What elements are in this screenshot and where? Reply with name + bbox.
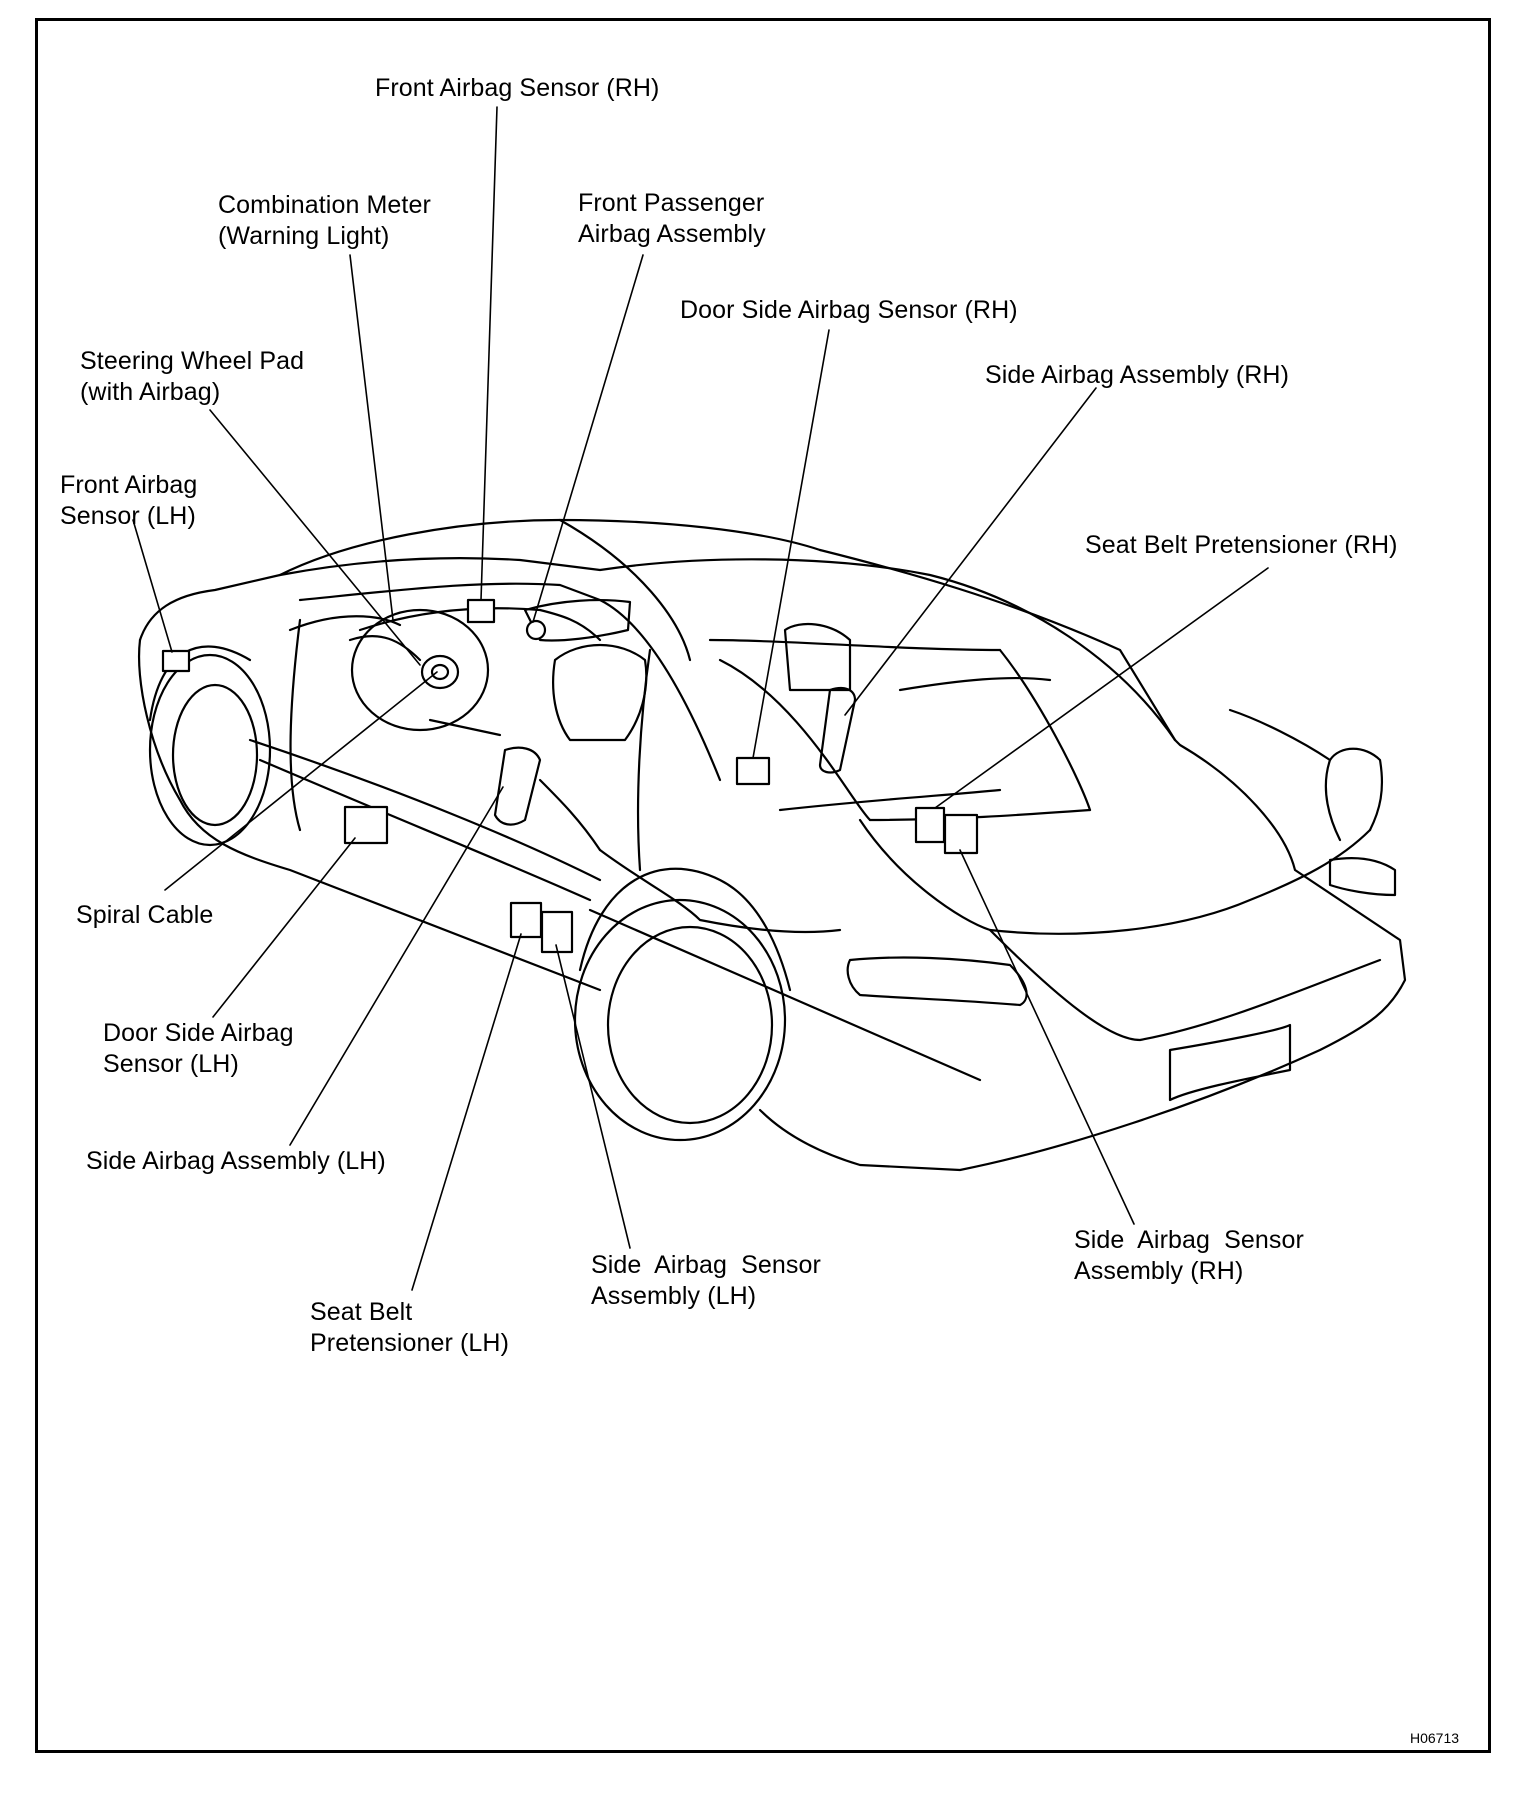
combination-meter-marker <box>525 619 547 641</box>
front-airbag-sensor-rh-box <box>466 598 496 624</box>
label-side-airbag-sensor-assembly-rh: Side Airbag Sensor Assembly (RH) <box>1074 1226 1304 1285</box>
label-front-airbag-sensor-rh: Front Airbag Sensor (RH) <box>375 74 660 102</box>
leader-lines <box>132 106 1269 1291</box>
label-steering-wheel-pad: Steering Wheel Pad (with Airbag) <box>80 347 305 406</box>
figure-code: H06713 <box>1410 1730 1460 1746</box>
label-side-airbag-sensor-assembly-lh: Side Airbag Sensor Assembly (LH) <box>591 1251 821 1310</box>
label-door-side-airbag-sensor-lh: Door Side Airbag Sensor (LH) <box>103 1019 294 1078</box>
front-airbag-sensor-lh-box <box>161 649 191 673</box>
label-side-airbag-assembly-lh: Side Airbag Assembly (LH) <box>86 1147 386 1175</box>
door-side-airbag-sensor-lh-box <box>343 805 389 845</box>
label-spiral-cable: Spiral Cable <box>76 901 214 929</box>
label-combination-meter: Combination Meter (Warning Light) <box>218 191 431 250</box>
label-seat-belt-pretensioner-rh: Seat Belt Pretensioner (RH) <box>1085 531 1398 559</box>
seat-belt-pretensioner-rh-box <box>914 806 946 844</box>
label-side-airbag-assembly-rh: Side Airbag Assembly (RH) <box>985 361 1290 389</box>
seat-belt-pretensioner-lh-box <box>509 901 543 939</box>
diagram-frame <box>35 18 1491 1753</box>
label-front-passenger-airbag-assembly: Front Passenger Airbag Assembly <box>578 189 766 248</box>
components <box>161 598 979 954</box>
door-side-airbag-sensor-rh-box <box>735 756 771 786</box>
label-seat-belt-pretensioner-lh: Seat Belt Pretensioner (LH) <box>310 1298 510 1357</box>
side-airbag-sensor-rh-box <box>943 813 979 855</box>
label-front-airbag-sensor-lh: Front Airbag Sensor (LH) <box>60 471 198 530</box>
label-door-side-airbag-sensor-rh: Door Side Airbag Sensor (RH) <box>680 296 1018 324</box>
car-body <box>137 518 1407 1172</box>
